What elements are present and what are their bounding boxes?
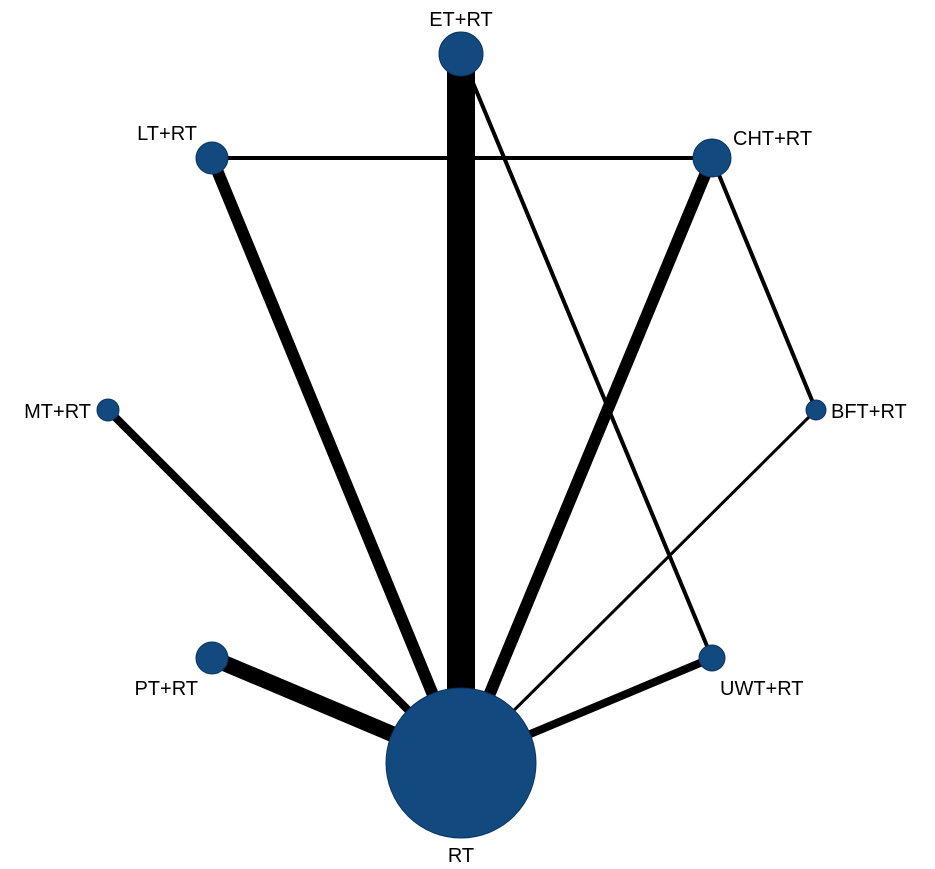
node-label-pt-rt: PT+RT [134, 678, 198, 700]
node-rt [385, 687, 537, 839]
node-pt-rt [195, 641, 229, 675]
labels-layer: ET+RT LT+RT CHT+RT MT+RT BFT+RT PT+RT UWT+RT RT [24, 9, 907, 867]
edge-et-rt-to-uwt-rt [459, 53, 714, 659]
node-label-mt-rt: MT+RT [24, 401, 91, 423]
edge-lt-rt-to-rt [206, 155, 467, 766]
node-lt-rt [195, 141, 229, 175]
node-label-lt-rt: LT+RT [137, 123, 197, 145]
node-label-cht-rt: CHT+RT [733, 128, 812, 150]
node-uwt-rt [698, 644, 726, 672]
node-label-uwt-rt: UWT+RT [720, 678, 804, 700]
node-label-bft-rt: BFT+RT [831, 401, 907, 423]
nodes-layer [96, 31, 827, 839]
node-bft-rt [805, 399, 827, 421]
edge-cht-rt-to-bft-rt [710, 157, 818, 411]
node-mt-rt [96, 398, 120, 422]
edge-bft-rt-to-rt [459, 408, 818, 765]
edge-cht-rt-to-rt [455, 155, 718, 766]
node-cht-rt [692, 138, 732, 178]
node-label-rt: RT [448, 845, 474, 867]
node-label-et-rt: ET+RT [429, 9, 493, 31]
node-et-rt [438, 31, 484, 77]
edge-mt-rt-to-rt [105, 407, 464, 766]
